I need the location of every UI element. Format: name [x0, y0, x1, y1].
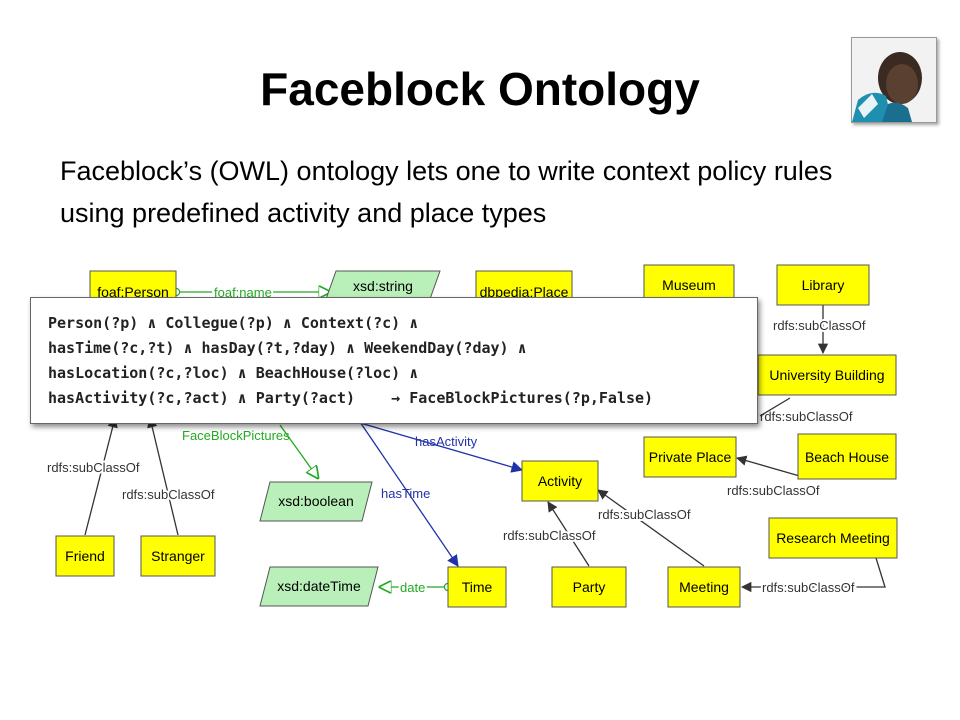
node-library: Library [776, 264, 870, 306]
node-foaf-person: foaf:Person [89, 270, 177, 300]
node-university-building: University Building [757, 354, 897, 396]
node-stranger: Stranger [140, 535, 216, 577]
edge-research-meeting [740, 557, 886, 593]
label-subclass-meeting: rdfs:subClassOf [598, 507, 691, 522]
node-party: Party [551, 566, 627, 608]
node-friend-label: Friend [65, 548, 105, 564]
node-xsd-string: xsd:string [325, 270, 441, 300]
label-date: date [400, 580, 425, 595]
edge-has-activity [349, 419, 524, 473]
edge-meeting [597, 489, 705, 567]
rule-line: hasTime(?c,?t) ∧ hasDay(?t,?day) ∧ Weeke… [48, 339, 527, 357]
node-private-place: Private Place [643, 436, 737, 478]
edge-faceblock-pictures [279, 424, 318, 478]
node-activity: Activity [521, 460, 599, 502]
label-has-time: hasTime [381, 486, 430, 501]
node-museum-label: Museum [662, 277, 716, 293]
node-beach-house-label: Beach House [805, 449, 889, 465]
rule-line: Person(?p) ∧ Collegue(?p) ∧ Context(?c) … [48, 314, 419, 332]
node-time-label: Time [462, 579, 493, 595]
edge-has-time [359, 421, 459, 567]
label-subclass-beach: rdfs:subClassOf [727, 483, 820, 498]
node-stranger-label: Stranger [151, 548, 205, 564]
node-xsd-boolean-label: xsd:boolean [278, 493, 354, 509]
node-research-meeting: Research Meeting [768, 517, 898, 559]
node-dbpedia-place: dbpedia:Place [475, 270, 573, 300]
rule-line: hasLocation(?c,?loc) ∧ BeachHouse(?loc) … [48, 364, 419, 382]
node-foaf-person-label: foaf:Person [97, 284, 169, 300]
node-xsd-datetime-label: xsd:dateTime [277, 578, 361, 594]
node-xsd-datetime: xsd:dateTime [259, 566, 379, 607]
node-library-label: Library [802, 277, 845, 293]
slide-title: Faceblock Ontology [260, 63, 700, 115]
node-research-meeting-label: Research Meeting [776, 530, 890, 546]
label-subclass-friend: rdfs:subClassOf [47, 460, 140, 475]
edge-friend [84, 416, 118, 536]
node-meeting: Meeting [667, 566, 741, 608]
edge-stranger [147, 416, 179, 536]
node-time: Time [447, 566, 507, 608]
node-party-label: Party [573, 579, 606, 595]
label-subclass-party: rdfs:subClassOf [503, 528, 596, 543]
label-has-activity: hasActivity [415, 434, 478, 449]
node-activity-label: Activity [538, 473, 582, 489]
node-dbpedia-place-label: dbpedia:Place [480, 284, 569, 300]
node-private-place-label: Private Place [649, 449, 732, 465]
label-subclass-library: rdfs:subClassOf [773, 318, 866, 333]
node-xsd-string-label: xsd:string [353, 278, 413, 294]
label-subclass-univ: rdfs:subClassOf [760, 409, 853, 424]
slide-subtitle: Faceblock’s (OWL) ontology lets one to w… [60, 156, 833, 228]
node-xsd-boolean: xsd:boolean [259, 481, 373, 522]
edge-party [547, 501, 590, 567]
node-meeting-label: Meeting [679, 579, 729, 595]
node-friend: Friend [55, 535, 115, 577]
label-subclass-stranger: rdfs:subClassOf [122, 487, 215, 502]
rule-line: hasActivity(?c,?act) ∧ Party(?act) → Fac… [48, 389, 654, 407]
swrl-rule-box: Person(?p) ∧ Collegue(?p) ∧ Context(?c) … [30, 297, 758, 424]
node-beach-house: Beach House [797, 433, 897, 480]
edges [84, 292, 886, 593]
person-photo-icon [851, 37, 937, 123]
label-subclass-research: rdfs:subClassOf [762, 580, 855, 595]
node-university-building-label: University Building [769, 367, 884, 383]
label-faceblock-pictures: FaceBlockPictures [182, 428, 290, 443]
ontology-diagram: foaf:name FaceBlockPictures date hasActi… [45, 264, 898, 608]
edge-univ-up [759, 397, 791, 417]
